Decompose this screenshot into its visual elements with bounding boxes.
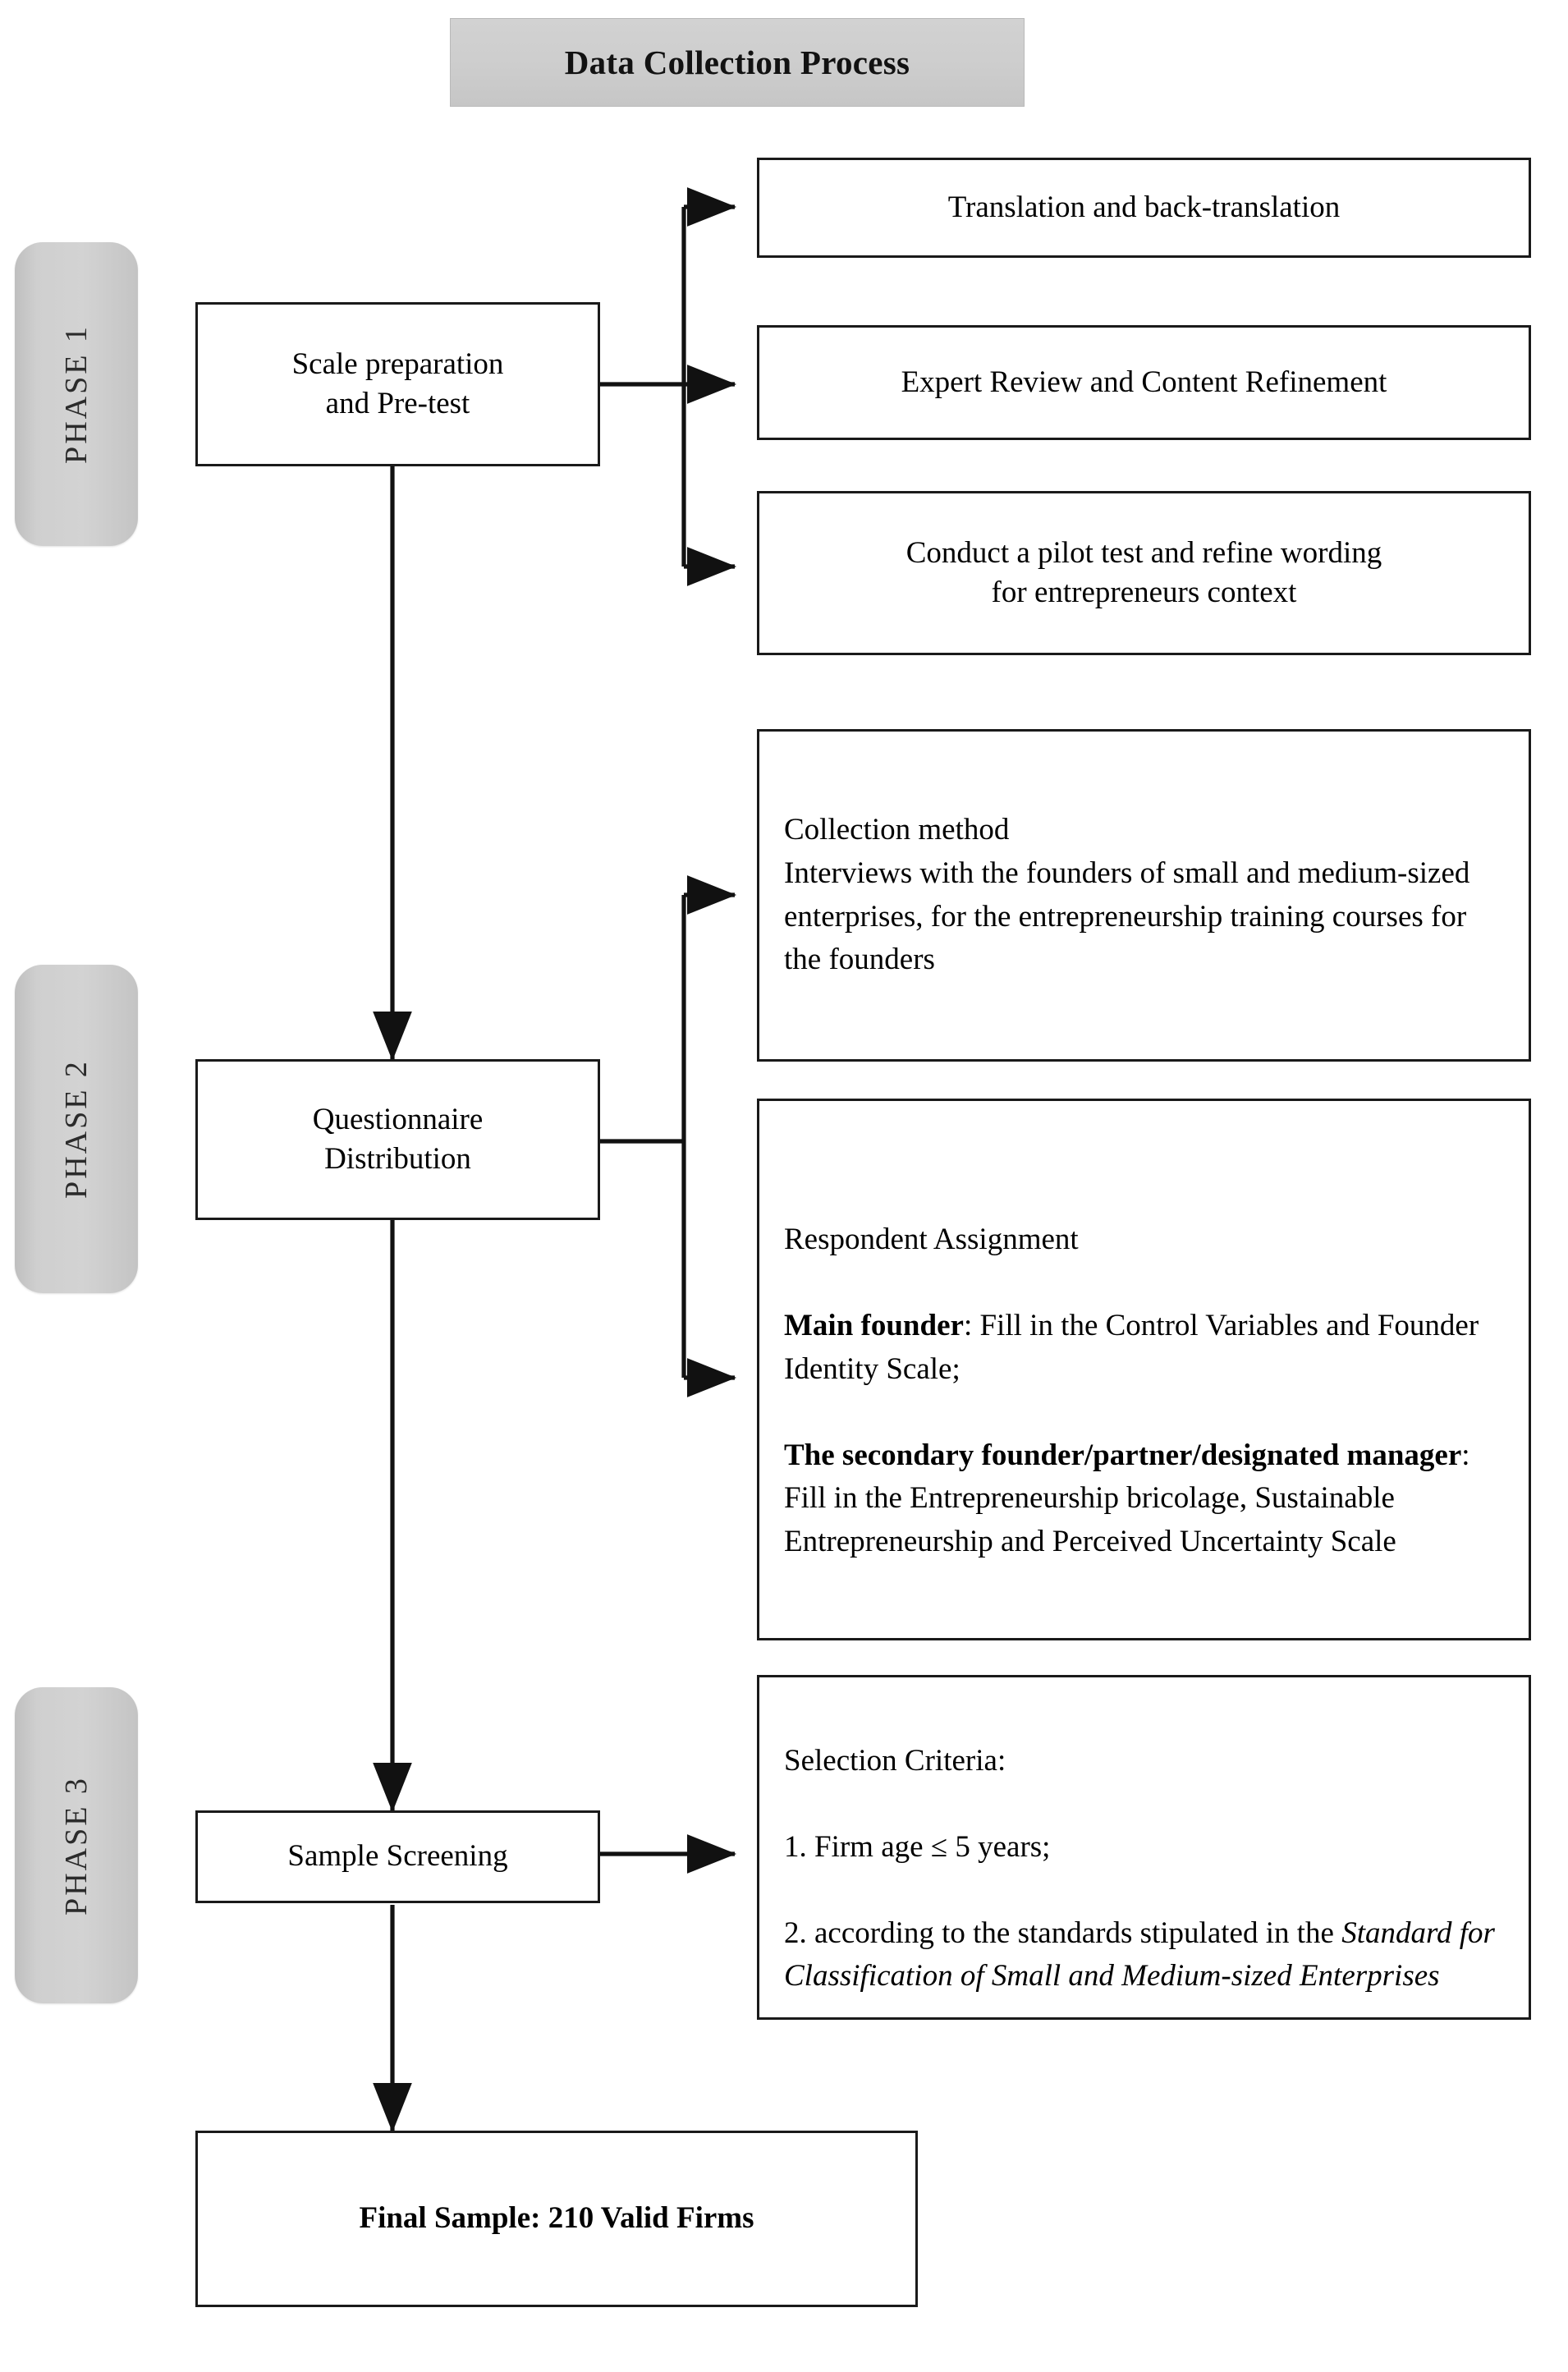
respondent-assignment-secondary-founder-label: The secondary founder/partner/designated… (784, 1438, 1462, 1472)
node-translation[interactable]: Translation and back-translation (757, 158, 1531, 258)
node-scale-preparation[interactable]: Scale preparation and Pre-test (195, 302, 600, 466)
respondent-assignment-main-founder-text: : Fill in the Control Variables and Foun… (784, 1309, 1479, 1386)
respondent-assignment-secondary-founder-text: : Fill in the Entrepreneurship bricolage… (784, 1438, 1470, 1558)
node-selection-criteria-body: Selection Criteria: 1. Firm age ≤ 5 year… (784, 1696, 1507, 1998)
node-collection-method[interactable]: Collection method Interviews with the fo… (757, 729, 1531, 1062)
node-questionnaire-distribution-label: Questionnaire Distribution (312, 1102, 484, 1176)
node-respondent-assignment[interactable]: Respondent Assignment Main founder: Fill… (757, 1099, 1531, 1640)
node-scale-preparation-label: Scale preparation and Pre-test (291, 346, 504, 420)
phase-tab-1: PHASE 1 (15, 242, 138, 546)
selection-criteria-item-2: 2. according to the standards stipulated… (784, 1915, 1342, 1950)
node-expert-review[interactable]: Expert Review and Content Refinement (757, 325, 1531, 440)
page-title-text: Data Collection Process (564, 44, 910, 81)
node-expert-review-label: Expert Review and Content Refinement (901, 365, 1387, 399)
phase-tab-2-label: PHASE 2 (59, 1059, 94, 1199)
node-final-sample-label: Final Sample: 210 Valid Firms (359, 2201, 754, 2236)
page-title: Data Collection Process (450, 18, 1025, 107)
node-questionnaire-distribution[interactable]: Questionnaire Distribution (195, 1059, 600, 1220)
phase-tab-1-label: PHASE 1 (59, 324, 94, 464)
node-sample-screening-label: Sample Screening (287, 1839, 508, 1874)
selection-criteria-item-1: 1. Firm age ≤ 5 years; (784, 1829, 1051, 1864)
node-selection-criteria[interactable]: Selection Criteria: 1. Firm age ≤ 5 year… (757, 1675, 1531, 2020)
node-collection-method-label: Collection method Interviews with the fo… (784, 813, 1470, 977)
node-sample-screening[interactable]: Sample Screening (195, 1810, 600, 1903)
selection-criteria-heading: Selection Criteria: (784, 1743, 1006, 1778)
node-pilot-test[interactable]: Conduct a pilot test and refine wording … (757, 491, 1531, 655)
node-translation-label: Translation and back-translation (947, 190, 1341, 224)
phase-tab-2: PHASE 2 (15, 965, 138, 1293)
selection-criteria-standard-title: Standard for Classification of Small and… (784, 1915, 1495, 1993)
phase-tab-3-label: PHASE 3 (59, 1775, 94, 1915)
node-pilot-test-label: Conduct a pilot test and refine wording … (905, 535, 1382, 609)
node-final-sample[interactable]: Final Sample: 210 Valid Firms (195, 2131, 918, 2307)
node-respondent-assignment-body: Respondent Assignment Main founder: Fill… (784, 1176, 1507, 1564)
respondent-assignment-main-founder-label: Main founder (784, 1309, 964, 1343)
respondent-assignment-heading: Respondent Assignment (784, 1223, 1079, 1257)
phase-tab-3: PHASE 3 (15, 1687, 138, 2003)
